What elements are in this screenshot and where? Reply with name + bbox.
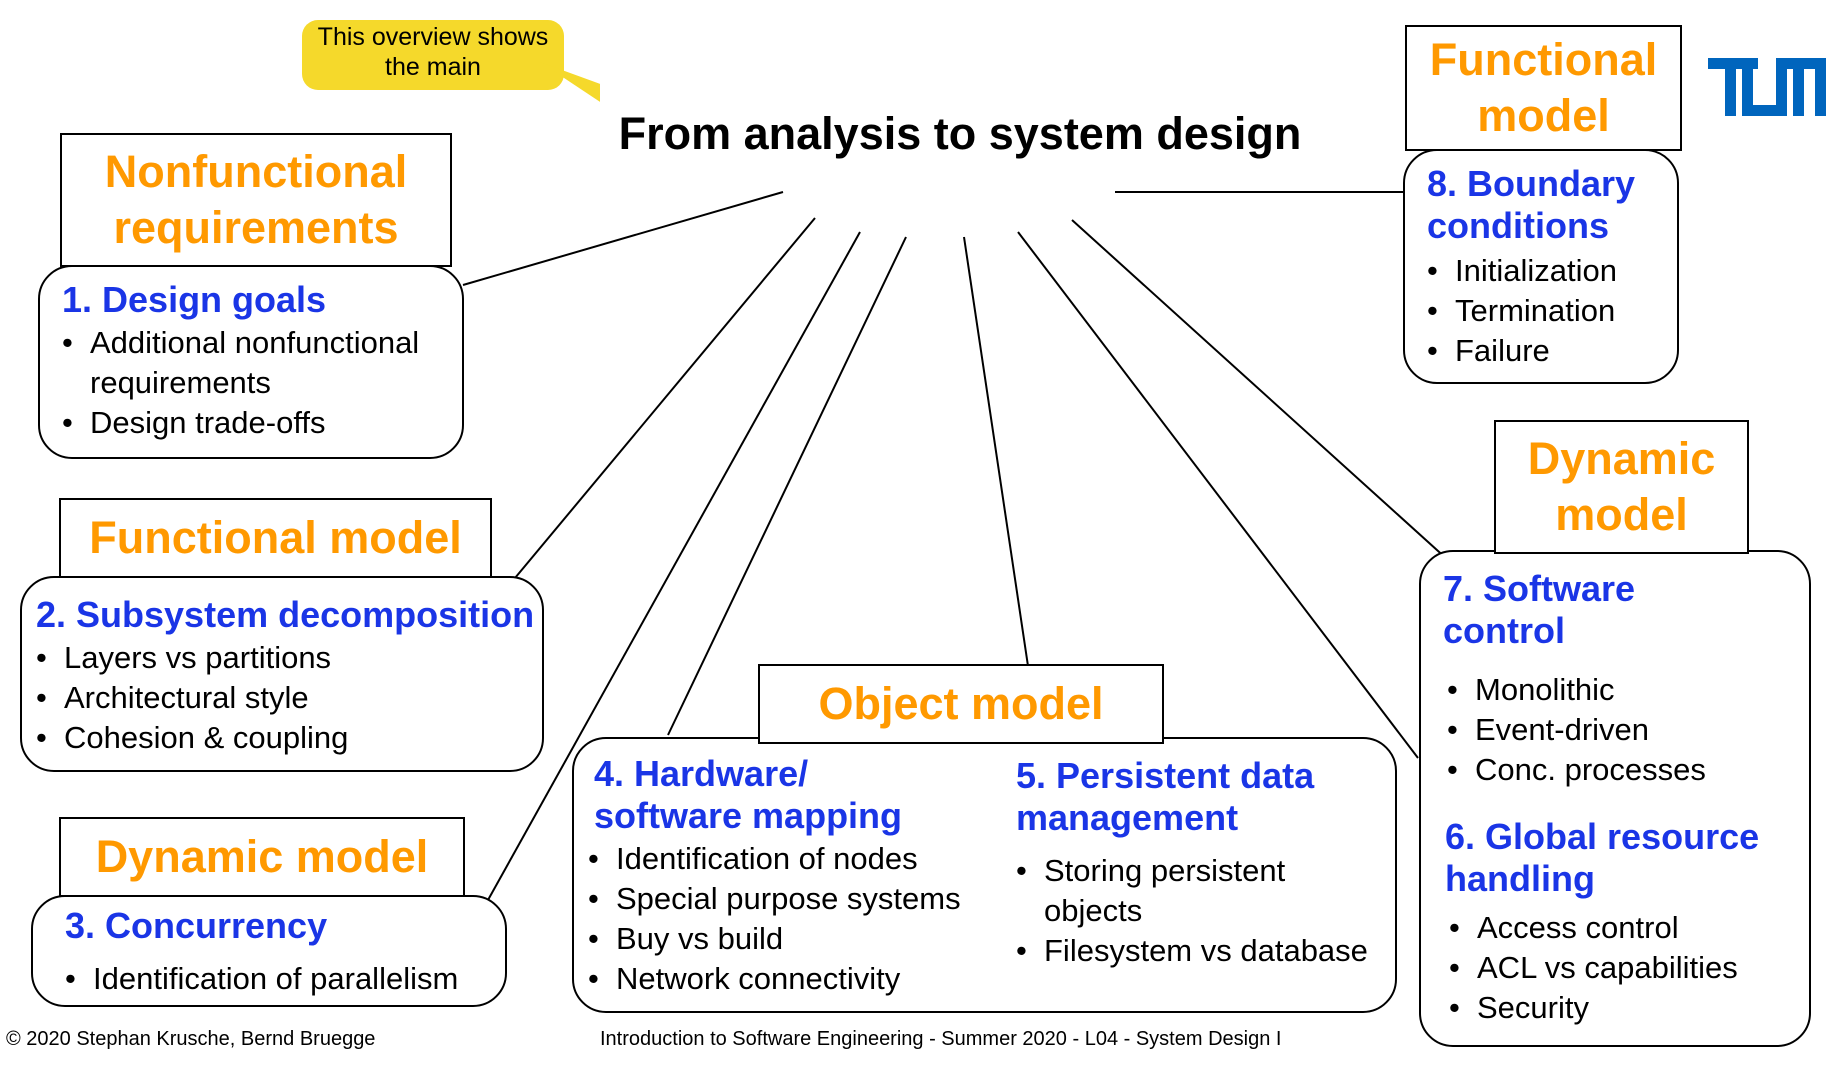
list-item: Security bbox=[1449, 988, 1738, 1028]
connector-persistent-data bbox=[963, 236, 1029, 667]
list-item: Architectural style bbox=[36, 678, 348, 718]
heading-global-resource: 6. Global resource handling bbox=[1445, 816, 1760, 899]
list-item: Design trade-offs bbox=[62, 403, 430, 443]
heading-hardware-mapping: 4. Hardware/ software mapping bbox=[594, 753, 903, 836]
list-item: Buy vs build bbox=[588, 919, 961, 959]
list-hardware-mapping: Identification of nodes Special purpose … bbox=[588, 839, 961, 999]
model-label-dynamic-right: Dynamic model bbox=[1494, 420, 1749, 554]
list-item: Layers vs partitions bbox=[36, 638, 348, 678]
tum-logo-icon bbox=[1708, 58, 1826, 116]
connector-subsystem bbox=[514, 217, 816, 579]
page-title: From analysis to system design bbox=[618, 108, 1302, 159]
node-concurrency: 3. Concurrency Identification of paralle… bbox=[31, 895, 507, 1007]
node-object-model: 4. Hardware/ software mapping Identifica… bbox=[572, 737, 1397, 1013]
model-label-nonfunctional: Nonfunctional requirements bbox=[60, 133, 452, 267]
list-global-resource: Access control ACL vs capabilities Secur… bbox=[1449, 908, 1738, 1028]
list-item: Conc. processes bbox=[1447, 750, 1706, 790]
list-persistent-data: Storing persistent objects Filesystem vs… bbox=[1016, 851, 1368, 971]
list-item: Access control bbox=[1449, 908, 1738, 948]
list-item: Additional nonfunctional requirements bbox=[62, 323, 430, 403]
model-label-functional-right: Functional model bbox=[1405, 25, 1682, 151]
list-item: Termination bbox=[1427, 291, 1617, 331]
heading-subsystem: 2. Subsystem decomposition bbox=[36, 594, 535, 635]
list-concurrency: Identification of parallelism bbox=[65, 959, 458, 999]
list-item: Identification of parallelism bbox=[65, 959, 458, 999]
heading-software-control: 7. Software control bbox=[1443, 568, 1636, 651]
list-item: ACL vs capabilities bbox=[1449, 948, 1738, 988]
callout-note: This overview shows the main bbox=[302, 20, 564, 90]
list-software-control: Monolithic Event-driven Conc. processes bbox=[1447, 670, 1706, 790]
node-boundary-conditions: 8. Boundary conditions Initialization Te… bbox=[1403, 149, 1679, 384]
callout-text: This overview shows the main bbox=[317, 23, 549, 81]
heading-persistent-data: 5. Persistent data management bbox=[1016, 755, 1315, 838]
node-design-goals: 1. Design goals Additional nonfunctional… bbox=[38, 265, 464, 459]
heading-design-goals: 1. Design goals bbox=[62, 279, 327, 320]
list-boundary: Initialization Termination Failure bbox=[1427, 251, 1617, 371]
list-design-goals: Additional nonfunctional requirements De… bbox=[62, 323, 430, 443]
footer-course: Introduction to Software Engineering - S… bbox=[600, 1028, 1282, 1050]
connector-design-goals bbox=[462, 191, 784, 286]
node-subsystem-decomposition: 2. Subsystem decomposition Layers vs par… bbox=[20, 576, 544, 772]
footer-copyright: © 2020 Stephan Krusche, Bernd Bruegge bbox=[6, 1028, 376, 1050]
connector-hardware-mapping bbox=[667, 236, 907, 736]
model-label-functional: Functional model bbox=[59, 498, 492, 578]
model-label-object: Object model bbox=[758, 664, 1164, 744]
heading-boundary: 8. Boundary conditions bbox=[1427, 163, 1636, 246]
node-software-control: 7. Software control Monolithic Event-dri… bbox=[1419, 550, 1811, 1047]
list-subsystem: Layers vs partitions Architectural style… bbox=[36, 638, 348, 758]
model-label-dynamic: Dynamic model bbox=[59, 817, 465, 897]
list-item: Initialization bbox=[1427, 251, 1617, 291]
list-item: Failure bbox=[1427, 331, 1617, 371]
list-item: Storing persistent objects bbox=[1016, 851, 1368, 931]
connector-concurrency bbox=[487, 231, 861, 901]
list-item: Event-driven bbox=[1447, 710, 1706, 750]
list-item: Cohesion & coupling bbox=[36, 718, 348, 758]
list-item: Identification of nodes bbox=[588, 839, 961, 879]
heading-concurrency: 3. Concurrency bbox=[65, 905, 328, 946]
list-item: Special purpose systems bbox=[588, 879, 961, 919]
list-item: Network connectivity bbox=[588, 959, 961, 999]
connector-global-resource bbox=[1017, 231, 1419, 759]
list-item: Monolithic bbox=[1447, 670, 1706, 710]
connector-software-control bbox=[1071, 219, 1449, 561]
list-item: Filesystem vs database bbox=[1016, 931, 1368, 971]
